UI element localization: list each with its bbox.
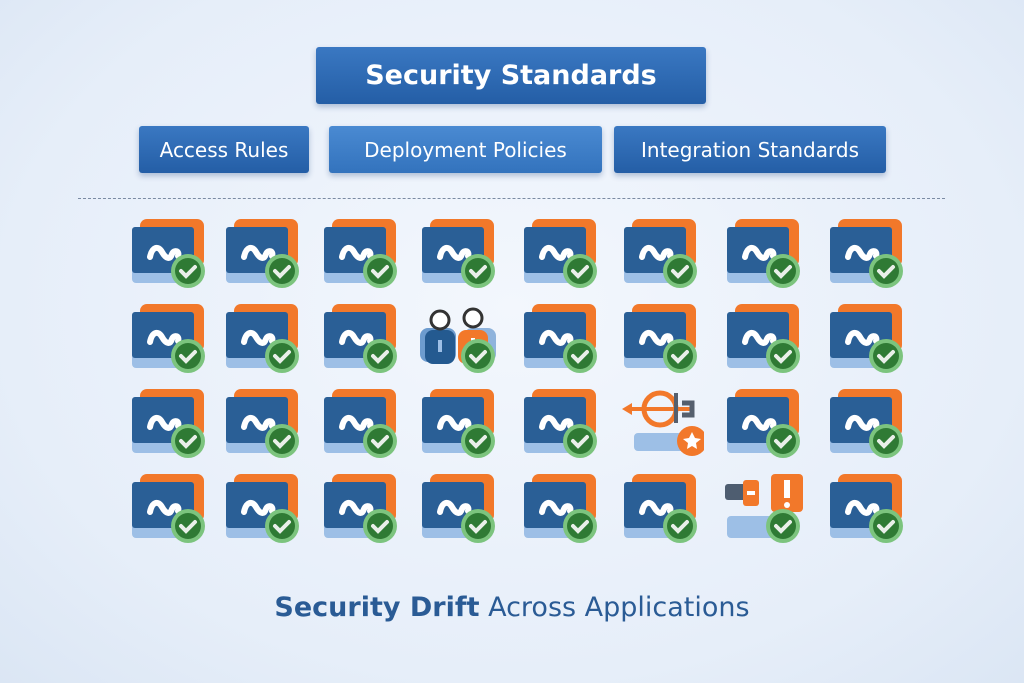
check-badge-icon	[663, 254, 697, 288]
app-tile-ok	[224, 219, 304, 289]
broken-connector-icon	[622, 390, 707, 456]
app-tile-ok	[322, 304, 402, 374]
check-badge-icon	[563, 509, 597, 543]
app-tile-ok	[224, 389, 304, 459]
check-badge-icon	[663, 339, 697, 373]
check-badge-icon	[869, 424, 903, 458]
divider	[78, 198, 945, 199]
app-tile-ok	[224, 474, 304, 544]
app-tile-ok	[130, 474, 210, 544]
deployment-policies-button[interactable]: Deployment Policies	[329, 126, 602, 173]
check-badge-icon	[869, 339, 903, 373]
access-rules-button[interactable]: Access Rules	[139, 126, 309, 173]
plug-alert-icon	[725, 474, 803, 538]
app-tile-ok	[725, 389, 805, 459]
check-badge-icon	[563, 339, 597, 373]
check-badge-icon	[663, 509, 697, 543]
footer-rest: Across Applications	[479, 592, 750, 623]
security-standards-title: Security Standards	[316, 47, 706, 104]
check-badge-icon	[461, 339, 495, 373]
app-tile-ok	[420, 389, 500, 459]
check-badge-icon	[265, 339, 299, 373]
check-badge-icon	[171, 424, 205, 458]
check-badge-icon	[363, 509, 397, 543]
app-tile-ok	[828, 474, 908, 544]
app-tile-ok	[622, 474, 702, 544]
check-badge-icon	[363, 339, 397, 373]
check-badge-icon	[171, 254, 205, 288]
footer-bold: Security Drift	[274, 592, 480, 623]
check-badge-icon	[461, 254, 495, 288]
app-tile-ok	[322, 389, 402, 459]
check-badge-icon	[869, 254, 903, 288]
app-tile-ok	[522, 304, 602, 374]
app-tile-ok	[828, 389, 908, 459]
check-badge-icon	[363, 424, 397, 458]
check-badge-icon	[363, 254, 397, 288]
check-badge-icon	[766, 509, 800, 543]
app-tile-ok	[622, 304, 702, 374]
app-tile-integration-drift	[622, 389, 707, 459]
app-tile-ok	[322, 474, 402, 544]
check-badge-icon	[563, 424, 597, 458]
app-tile-ok	[420, 219, 500, 289]
app-tile-access-drift	[420, 304, 500, 374]
app-tile-ok	[522, 474, 602, 544]
check-badge-icon	[171, 339, 205, 373]
check-badge-icon	[766, 424, 800, 458]
check-badge-icon	[766, 339, 800, 373]
check-badge-icon	[265, 509, 299, 543]
check-badge-icon	[563, 254, 597, 288]
app-tile-ok	[725, 219, 805, 289]
app-tile-deployment-drift	[725, 474, 805, 544]
check-badge-icon	[461, 424, 495, 458]
check-badge-icon	[766, 254, 800, 288]
app-tile-ok	[420, 474, 500, 544]
app-tile-ok	[130, 219, 210, 289]
check-badge-icon	[171, 509, 205, 543]
app-tile-ok	[224, 304, 304, 374]
app-tile-ok	[725, 304, 805, 374]
app-tile-ok	[828, 219, 908, 289]
check-badge-icon	[461, 509, 495, 543]
check-badge-icon	[265, 424, 299, 458]
app-tile-ok	[522, 389, 602, 459]
app-tile-ok	[130, 304, 210, 374]
app-tile-ok	[130, 389, 210, 459]
footer-caption: Security Drift Across Applications	[0, 592, 1024, 623]
check-badge-icon	[265, 254, 299, 288]
check-badge-icon	[869, 509, 903, 543]
app-tile-ok	[622, 219, 702, 289]
app-tile-ok	[322, 219, 402, 289]
app-tile-ok	[828, 304, 908, 374]
integration-standards-button[interactable]: Integration Standards	[614, 126, 886, 173]
app-tile-ok	[522, 219, 602, 289]
